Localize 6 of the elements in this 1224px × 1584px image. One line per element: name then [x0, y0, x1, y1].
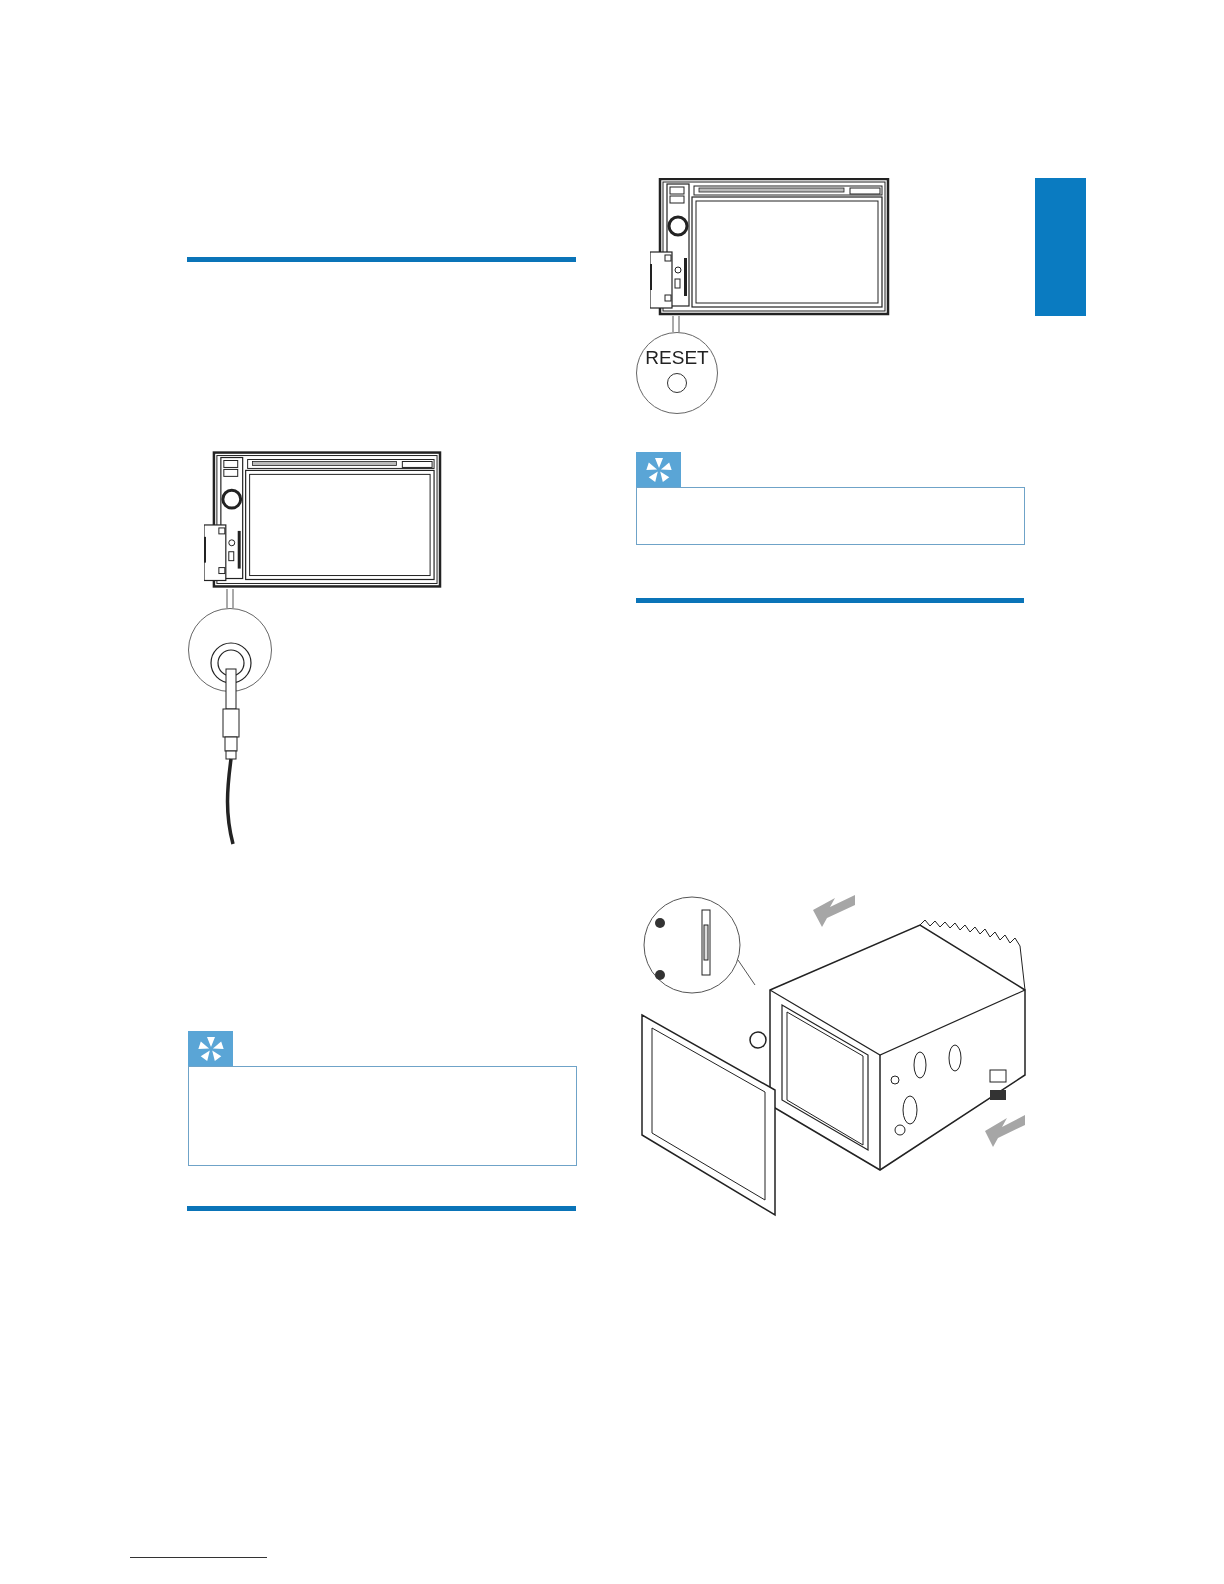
- tip-box: [188, 1066, 577, 1166]
- leader-line: [672, 315, 680, 333]
- leader-line: [226, 588, 234, 609]
- button-label: RESET: [645, 347, 709, 367]
- side-tab: [1035, 178, 1086, 316]
- tip-box: [636, 487, 1025, 545]
